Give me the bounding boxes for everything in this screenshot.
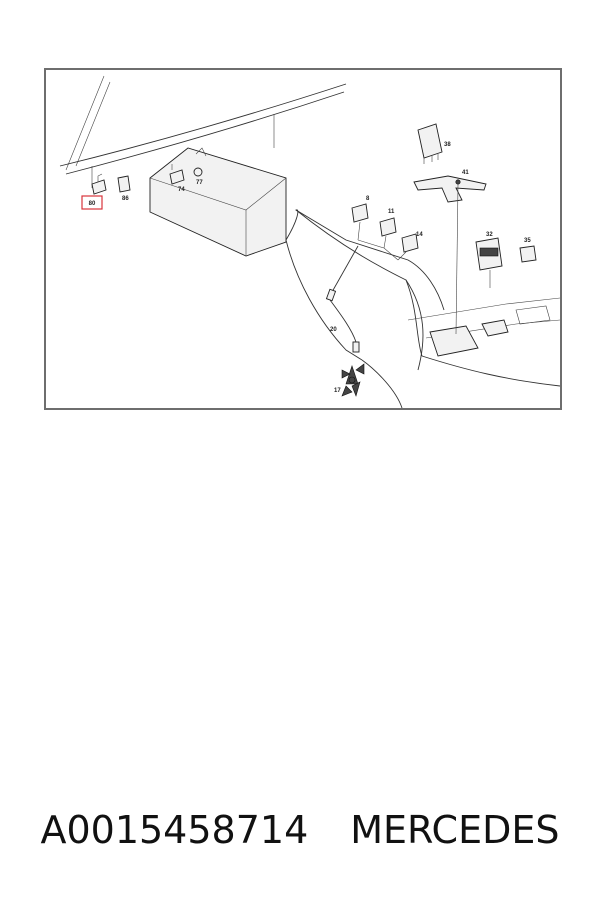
brand-name: MERCEDES — [350, 808, 560, 852]
callout-8: 8 — [366, 196, 370, 202]
callout-35: 35 — [524, 238, 531, 244]
dash-housing — [149, 147, 287, 257]
callout-14: 14 — [416, 232, 423, 238]
callout-86: 86 — [122, 196, 129, 202]
part-32-switch[interactable]: 32 — [475, 232, 503, 288]
center-console — [285, 209, 560, 408]
part-35-switch[interactable]: 35 — [519, 238, 537, 263]
callout-17: 17 — [334, 388, 341, 394]
dashboard-outline — [59, 75, 347, 188]
callout-32: 32 — [486, 232, 493, 238]
part-11-switch[interactable]: 11 — [379, 209, 397, 249]
parts-diagram: 80 86 74 77 38 41 — [44, 68, 562, 410]
part-8-switch[interactable]: 8 — [351, 196, 370, 241]
part-86-clip[interactable]: 86 — [117, 175, 131, 202]
callout-38: 38 — [444, 142, 451, 148]
highlight-box — [81, 195, 103, 210]
callout-41: 41 — [462, 170, 469, 176]
callout-11: 11 — [388, 209, 395, 215]
part-number: A0015458714 — [40, 808, 309, 852]
part-20-cable[interactable]: 20 — [325, 245, 360, 353]
callout-20: 20 — [330, 327, 337, 333]
part-41-bracket[interactable]: 41 — [413, 170, 487, 335]
switch-leader-lines — [357, 239, 399, 261]
callout-77: 77 — [196, 180, 203, 186]
callout-80: 80 — [89, 201, 96, 207]
part-80-clip[interactable]: 80 — [81, 173, 107, 210]
parts-diagram-drawing: 80 86 74 77 38 41 — [59, 75, 560, 408]
caption: A0015458714 MERCEDES — [0, 800, 600, 860]
part-38-relay[interactable]: 38 — [417, 123, 451, 164]
part-74-switch[interactable]: 74 — [169, 164, 185, 193]
part-17-lamp[interactable]: 17 — [334, 363, 365, 397]
part-77-bulb[interactable]: 77 — [193, 167, 203, 186]
part-14-switch[interactable]: 14 — [397, 232, 423, 261]
callout-74: 74 — [178, 187, 185, 193]
